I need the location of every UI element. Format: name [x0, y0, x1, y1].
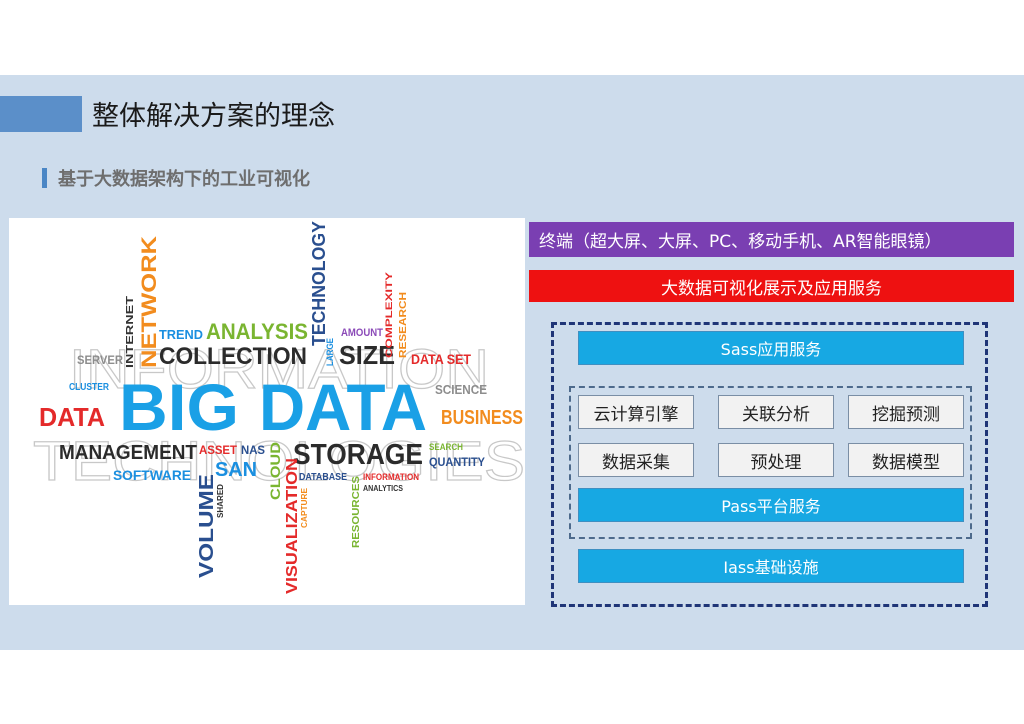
saas-service-bar: Sass应用服务	[578, 331, 964, 365]
wc-data-big: DATA	[259, 370, 427, 444]
wc-cluster: CLUSTER	[69, 382, 110, 393]
wc-trend: TREND	[159, 327, 203, 342]
wc-server: SERVER	[77, 353, 123, 367]
module-correlation-analysis: 关联分析	[718, 395, 834, 429]
wc-data: DATA	[39, 402, 105, 432]
module-cloud-engine: 云计算引擎	[578, 395, 694, 429]
wc-san: SAN	[215, 459, 257, 481]
wc-network: NETWORK	[138, 236, 161, 368]
iaas-infrastructure-bar: Iass基础设施	[578, 549, 964, 583]
wc-nas: NAS	[241, 443, 265, 457]
wc-information: INFORMATION	[363, 472, 419, 482]
wc-volume: VOLUME	[196, 474, 218, 578]
wc-search: SEARCH	[429, 442, 463, 452]
wc-cloud: CLOUD	[267, 442, 283, 500]
cloud-service-outer-frame	[551, 322, 988, 607]
wc-analytics: ANALYTICS	[363, 484, 404, 493]
wc-large: LARGE	[325, 338, 335, 366]
wc-internet: INTERNET	[125, 296, 136, 368]
wc-amount: AMOUNT	[341, 327, 383, 339]
wc-software: SOFTWARE	[113, 467, 191, 483]
wc-bg-technologies: TECHNOLOGIES	[33, 429, 525, 492]
paas-service-bar: Pass平台服务	[578, 488, 964, 522]
wc-management: MANAGEMENT	[59, 442, 197, 464]
wc-shared: SHARED	[216, 484, 225, 518]
wc-research: RESEARCH	[398, 292, 409, 358]
module-preprocessing: 预处理	[718, 443, 834, 477]
module-data-collection: 数据采集	[578, 443, 694, 477]
wc-asset: ASSET	[199, 443, 238, 457]
wc-visualization: VISUALIZATION	[284, 458, 301, 594]
wc-complexity: COMPLEXITY	[384, 272, 394, 358]
wc-capture: CAPTURE	[300, 487, 309, 528]
wc-data-set: DATA SET	[411, 351, 471, 367]
wc-storage: STORAGE	[293, 439, 423, 471]
bigdata-service-bar: 大数据可视化展示及应用服务	[529, 270, 1014, 302]
wc-science: SCIENCE	[435, 382, 487, 397]
slide-subtitle: 基于大数据架构下的工业可视化	[58, 169, 310, 190]
wc-quantity: QUANTITY	[429, 455, 485, 469]
wc-collection: COLLECTION	[159, 343, 307, 370]
module-mining-prediction: 挖掘预测	[848, 395, 964, 429]
wc-business: BUSINESS	[441, 407, 523, 429]
wc-bg-information: INFORMATION	[69, 337, 489, 400]
title-accent-bar	[0, 96, 82, 132]
wc-analysis: ANALYSIS	[206, 319, 308, 344]
paas-inner-frame	[569, 386, 972, 539]
terminal-layer-bar: 终端（超大屏、大屏、PC、移动手机、AR智能眼镜）	[529, 222, 1014, 257]
wc-technology: TECHNOLOGY	[309, 221, 329, 346]
wc-size: SIZE	[339, 340, 395, 370]
wc-database: DATABASE	[299, 472, 347, 483]
module-data-model: 数据模型	[848, 443, 964, 477]
slide-title: 整体解决方案的理念	[92, 101, 335, 132]
big-data-word-cloud: INFORMATION TECHNOLOGIES BIG DATA DATA N…	[9, 218, 526, 605]
wc-big: BIG	[119, 370, 239, 444]
subtitle-marker	[42, 168, 47, 188]
wc-resources: RESOURCES	[351, 476, 362, 548]
